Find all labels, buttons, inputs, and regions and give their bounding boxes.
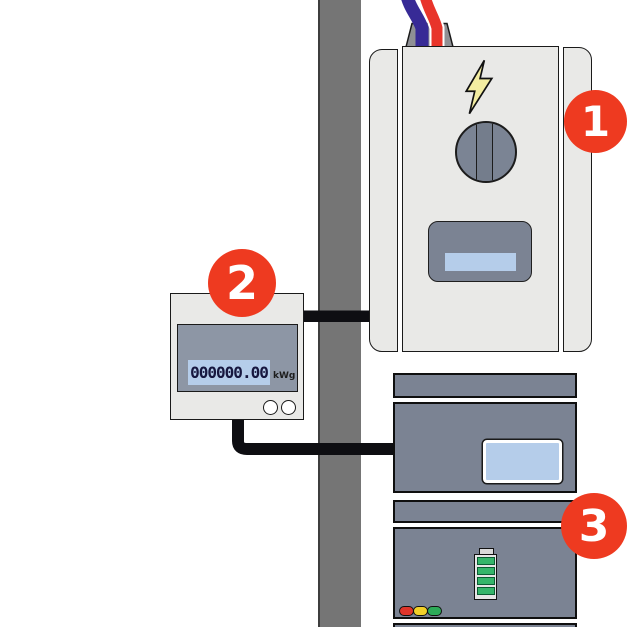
battery-unit-control-module — [393, 402, 577, 493]
meter-indicator-light — [281, 400, 296, 415]
inverter-unit — [402, 46, 559, 352]
battery-bar — [476, 577, 495, 585]
knob-slot — [476, 123, 493, 181]
supply-cable-blue — [401, 0, 429, 48]
inverter-display-panel — [428, 221, 532, 282]
meter-unit-label: kWg — [273, 371, 296, 381]
battery-control-screen — [483, 440, 562, 483]
battery-unit-bottom-module — [393, 623, 577, 627]
battery-level-icon — [474, 554, 497, 600]
battery-unit-storage-module — [393, 527, 577, 619]
status-led-red — [399, 606, 414, 616]
status-led-green — [427, 606, 442, 616]
step-1-badge: 1 — [564, 90, 627, 153]
step-3-badge: 3 — [561, 493, 627, 559]
battery-bar — [476, 587, 495, 595]
cable-meter-to-battery — [232, 416, 396, 455]
battery-bar — [476, 557, 495, 565]
meter-screen: 000000.00 kWg — [177, 324, 298, 392]
meter-indicator-light — [263, 400, 278, 415]
status-led-yellow — [413, 606, 428, 616]
battery-unit-top-module — [393, 373, 577, 398]
step-2-badge: 2 — [208, 249, 276, 317]
battery-bar — [476, 567, 495, 575]
supply-cable-red — [420, 0, 443, 48]
inverter-display-screen — [445, 253, 516, 271]
meter-reading: 000000.00 — [188, 360, 270, 385]
lightning-bolt-icon — [464, 59, 494, 115]
battery-unit-spacer-module — [393, 500, 577, 523]
inverter-left-flap — [369, 49, 398, 352]
cable-meter-to-inverter — [297, 310, 371, 322]
rotary-knob — [455, 121, 517, 183]
